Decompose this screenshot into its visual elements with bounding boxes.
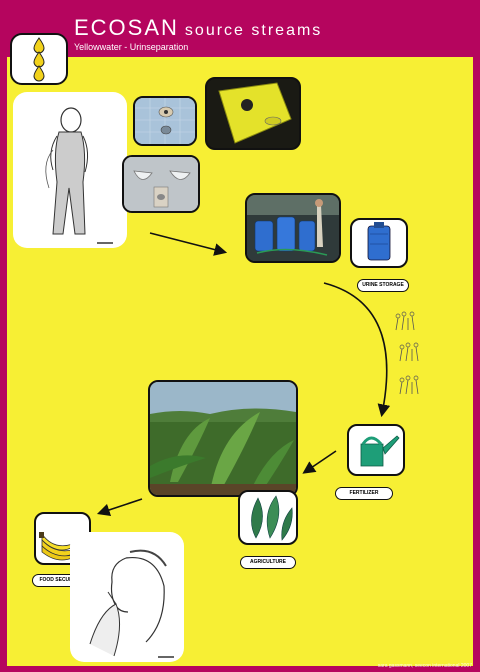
drops-logo <box>10 33 68 85</box>
label-fertilizer: FERTILIZER <box>335 487 393 500</box>
toilet-photo <box>133 96 197 146</box>
man-sketch-icon <box>45 107 113 244</box>
credit-text: sara gassmann, seecon international 2007 <box>377 663 472 669</box>
eating-sketch-image <box>70 532 184 662</box>
agriculture-image <box>238 490 298 545</box>
storage-tank-image <box>350 218 408 268</box>
drops-icon <box>33 37 45 82</box>
page-title: ECOSAN source streams <box>74 15 322 41</box>
page-subtitle: Yellowwater - Urinseparation <box>74 42 189 52</box>
people-sketch-icon <box>399 342 419 362</box>
title-rest: source streams <box>184 22 323 39</box>
watering-can-image <box>347 424 405 476</box>
label-urine-storage: URINE STORAGE <box>357 279 409 292</box>
eating-sketch-icon <box>89 549 174 658</box>
toilet-icon <box>135 98 195 144</box>
arrow-to-plantation <box>302 450 337 474</box>
urinals-photo <box>122 155 200 213</box>
yellow-urinal-photo <box>205 77 301 150</box>
label-agriculture: AGRICULTURE <box>240 556 296 569</box>
title-main: ECOSAN <box>74 15 179 40</box>
banana-plantation-photo <box>148 380 298 497</box>
people-sketch-icon <box>399 375 419 395</box>
watering-can-icon <box>360 435 400 467</box>
urine-tanks-icon <box>247 195 339 261</box>
arrow-to-bananas <box>96 498 143 517</box>
urinals-icon <box>124 157 198 211</box>
banana-plantation-icon <box>150 382 296 495</box>
leaves-icon <box>251 495 293 541</box>
arrow-to-tanks <box>149 232 228 256</box>
yellow-urinal-icon <box>207 79 299 148</box>
man-sketch-image <box>13 92 127 248</box>
arrow-to-fertilizer <box>323 282 391 418</box>
storage-tank-icon <box>367 222 391 261</box>
people-sketch-icon <box>395 311 415 331</box>
urine-tanks-photo <box>245 193 341 263</box>
